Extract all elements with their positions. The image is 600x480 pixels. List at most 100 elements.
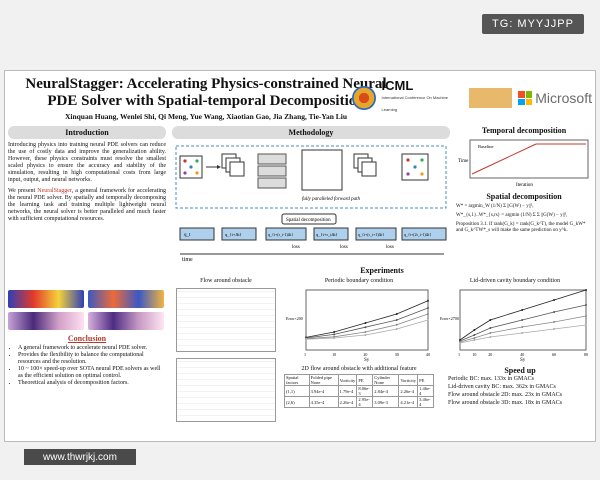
temporal-chart: Baseline Iteration Time bbox=[458, 139, 589, 188]
conclusion-section: Conclusion A general framework to accele… bbox=[8, 332, 166, 387]
data-point bbox=[489, 332, 492, 334]
lid-title: Lid-driven cavity boundary condition bbox=[469, 278, 561, 284]
data-point bbox=[521, 332, 524, 334]
node-label: q_t bbox=[184, 233, 191, 238]
experiments-section: Experiments bbox=[172, 266, 592, 275]
node-label: q_{t+r_tΔt} bbox=[316, 232, 338, 237]
loss-label: loss bbox=[386, 245, 394, 250]
conclusion-item: Theoretical analysis of decomposition fa… bbox=[18, 380, 166, 387]
speedup-item: Periodic BC: max. 133x in GMACs bbox=[448, 376, 535, 382]
proposition: Proposition 3.1. If rank(G_k) = rank(G_k… bbox=[456, 222, 586, 233]
data-point bbox=[395, 328, 398, 330]
table-header: Vorticity bbox=[398, 374, 419, 386]
data-point bbox=[553, 328, 556, 330]
x-axis-label: Sy bbox=[364, 358, 370, 362]
speedup-item: Lid-driven cavity BC: max. 362x in GMACs bbox=[448, 384, 556, 390]
conclusion-heading: Conclusion bbox=[67, 334, 107, 343]
x-tick-label: 60 bbox=[552, 352, 556, 357]
series-line bbox=[459, 289, 587, 341]
data-point bbox=[364, 334, 367, 336]
x-tick-label: 30 bbox=[395, 352, 399, 357]
flow-table-2d bbox=[176, 288, 276, 352]
data-point bbox=[333, 333, 336, 336]
data-point bbox=[427, 299, 429, 302]
data-point bbox=[395, 319, 398, 321]
data-point bbox=[553, 321, 556, 323]
data-point bbox=[521, 309, 524, 311]
data-point bbox=[395, 323, 398, 326]
kaust-logo-icon bbox=[469, 88, 513, 108]
data-point bbox=[427, 319, 429, 321]
x-tick-label: 20 bbox=[363, 352, 367, 357]
spatial-section: Spatial decomposition W* = argmin_W (1/N… bbox=[456, 192, 592, 234]
methodology-diagram: fully paralleled forward path Spatial de… bbox=[175, 145, 447, 262]
speedup-item: Flow around obstacle 2D: max. 23x in GMA… bbox=[448, 392, 562, 398]
x-tick-label: 20 bbox=[488, 352, 492, 357]
data-point bbox=[473, 329, 476, 331]
table-header: Spatial factors bbox=[284, 374, 310, 386]
table-header: Cylinder None bbox=[372, 374, 400, 386]
conclusion-item: Provides the flexibility to balance the … bbox=[18, 352, 166, 366]
data-point bbox=[489, 336, 492, 338]
node-label: q_{t+(r_t+1)Δt} bbox=[358, 232, 384, 237]
data-point bbox=[427, 307, 429, 309]
heatmap-2 bbox=[88, 290, 164, 308]
spatial-decomp-label: Spatial decomposition bbox=[286, 218, 331, 223]
microsoft-logo: Microsoft bbox=[518, 90, 592, 106]
node-label: q_{t+(r_t-1)Δt} bbox=[268, 232, 293, 237]
data-point bbox=[489, 327, 492, 329]
heatmap-4 bbox=[88, 312, 164, 330]
y-axis-label: Error×2700 bbox=[440, 316, 459, 321]
node-label: q_{t+Δt} bbox=[225, 232, 242, 237]
heatmap-1 bbox=[8, 290, 84, 308]
tg-badge: TG: MYYJJPP bbox=[482, 14, 584, 34]
x-tick-label: 1 bbox=[304, 352, 306, 357]
data-point bbox=[521, 319, 524, 321]
data-point bbox=[364, 326, 367, 329]
table-header: PE bbox=[356, 374, 374, 386]
series-line bbox=[459, 324, 587, 344]
data-point bbox=[473, 339, 476, 341]
temporal-heading: Temporal decomposition bbox=[481, 126, 567, 135]
intro-para-1: Introducing physics into training neural… bbox=[8, 142, 166, 183]
data-point bbox=[459, 342, 461, 344]
data-point bbox=[473, 334, 476, 336]
spatial-eq1: W* = argmin_W (1/N) Σ ||G(W) − y||², bbox=[456, 204, 534, 209]
temporal-legend: Baseline bbox=[478, 144, 494, 149]
data-point bbox=[585, 324, 587, 326]
plot-frame bbox=[459, 289, 587, 351]
speedup-heading: Speed up bbox=[504, 366, 536, 375]
x-tick-label: 1 bbox=[458, 352, 460, 357]
loss-label: loss bbox=[340, 245, 348, 250]
x-tick-label: 10 bbox=[472, 352, 476, 357]
table2-title: 2D flow around obstacle with additional … bbox=[301, 366, 417, 372]
methodology-section: Methodology bbox=[172, 126, 450, 139]
flow-table-3d bbox=[176, 358, 276, 422]
data-point bbox=[553, 311, 556, 313]
data-point bbox=[585, 315, 587, 317]
temporal-xlabel: Iteration bbox=[516, 183, 533, 188]
data-point bbox=[473, 337, 476, 339]
title-line-2: PDE Solver with Spatial-temporal Decompo… bbox=[47, 93, 365, 109]
table-header: PE bbox=[417, 374, 434, 386]
intro-heading: Introduction bbox=[8, 126, 166, 139]
data-point bbox=[395, 313, 398, 315]
title-line-1: NeuralStagger: Accelerating Physics-cons… bbox=[25, 76, 387, 92]
data-point bbox=[489, 319, 492, 321]
x-tick-label: 40 bbox=[520, 352, 524, 357]
data-point bbox=[585, 304, 587, 306]
periodic-title: Periodic boundary condition bbox=[324, 278, 394, 284]
feature-table: Spatial factors Folded pipe None Vortici… bbox=[284, 374, 434, 408]
flow-tables bbox=[176, 288, 276, 422]
data-point bbox=[553, 299, 556, 301]
poster-title: NeuralStagger: Accelerating Physics-cons… bbox=[8, 76, 404, 110]
x-axis-label: Sy bbox=[520, 358, 526, 362]
time-label: time bbox=[182, 257, 193, 262]
data-point bbox=[305, 338, 307, 341]
spatial-decomp-box bbox=[281, 213, 337, 225]
